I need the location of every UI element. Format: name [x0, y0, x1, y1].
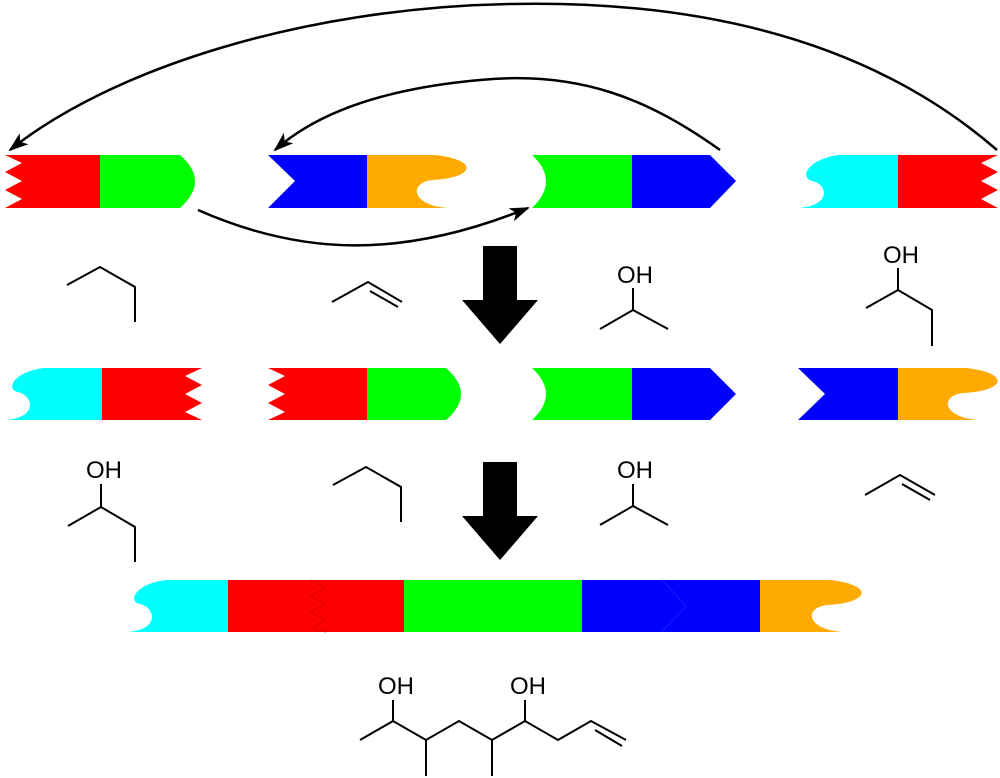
blue-segment — [632, 368, 736, 420]
green-segment — [532, 368, 632, 420]
block-cyan-red — [5, 368, 202, 420]
outer-curved-arrow — [8, 2, 998, 152]
top-row-molecules — [66, 265, 933, 346]
molecule-isopropanol — [599, 504, 669, 526]
molecule-butan-2-ol — [865, 288, 933, 346]
middle-row — [5, 368, 998, 420]
green-segment — [100, 155, 195, 208]
block-green-blue — [532, 155, 736, 208]
blue-segment — [798, 368, 898, 420]
oh-label: OH — [378, 673, 414, 700]
molecule-product-diol — [359, 700, 627, 776]
green-segment — [532, 155, 632, 208]
product-bar — [127, 579, 862, 633]
inner-curved-arrow — [273, 76, 721, 152]
blue-segment — [268, 155, 367, 208]
oh-label: OH — [510, 673, 546, 700]
molecule-propyl — [66, 265, 136, 322]
down-arrow-1 — [462, 246, 538, 344]
molecule-propyl — [332, 465, 402, 522]
oh-label: OH — [617, 457, 653, 484]
molecule-propenyl — [864, 473, 936, 501]
cyan-segment — [127, 580, 228, 632]
cyan-segment — [5, 368, 102, 420]
oh-label: OH — [86, 457, 122, 484]
red-segment — [5, 155, 100, 208]
green-segment — [404, 580, 582, 632]
block-red-green — [5, 155, 195, 208]
green-segment — [367, 368, 461, 420]
block-cyan-red — [798, 155, 998, 208]
orange-segment — [898, 368, 998, 420]
down-arrow-2 — [462, 462, 538, 560]
swap-arrows — [8, 2, 998, 247]
blue-segment — [582, 580, 760, 632]
oh-label: OH — [883, 242, 919, 269]
block-green-blue — [532, 368, 736, 420]
blue-segment — [632, 155, 736, 208]
middle-row-molecules — [67, 465, 936, 562]
molecule-butan-2-ol — [67, 505, 136, 562]
red-junction-zigzag — [308, 579, 328, 633]
block-blue-orange — [798, 368, 998, 420]
orange-segment — [367, 155, 467, 208]
red-segment — [102, 368, 202, 420]
orange-segment — [760, 580, 862, 632]
top-row — [5, 155, 998, 208]
oh-label: OH — [617, 262, 653, 289]
cyan-segment — [798, 155, 898, 208]
block-red-green — [268, 368, 461, 420]
red-segment — [228, 580, 404, 632]
red-segment — [898, 155, 998, 208]
molecule-isopropanol — [599, 308, 669, 330]
molecule-propenyl — [331, 280, 403, 308]
blue-junction-point — [661, 579, 687, 633]
block-blue-orange — [268, 155, 467, 208]
red-segment — [268, 368, 367, 420]
lower-curved-arrow — [197, 206, 530, 247]
